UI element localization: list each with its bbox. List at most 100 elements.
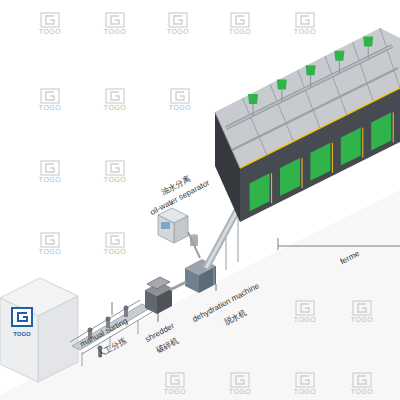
- watermark: TOGO: [30, 160, 70, 183]
- yellow-rail: [332, 143, 333, 173]
- shredder: [157, 288, 172, 314]
- yellow-rail: [393, 112, 394, 142]
- watermark-logo: [105, 12, 125, 28]
- watermark-text: TOGO: [30, 176, 70, 183]
- watermark-text: TOGO: [342, 388, 382, 395]
- watermark-logo: [230, 12, 250, 28]
- roof-divider: [325, 56, 347, 115]
- green-bin: [334, 51, 344, 61]
- dehydration-machine: [199, 266, 216, 293]
- watermark-logo: [296, 13, 314, 27]
- roof-divider: [380, 28, 400, 88]
- watermark-logo: [295, 300, 315, 316]
- watermark: TOGO: [342, 300, 382, 323]
- watermark-logo: [236, 16, 244, 24]
- watermark-text: TOGO: [30, 104, 70, 111]
- watermark-text: TOGO: [285, 28, 325, 35]
- watermark-text: TOGO: [285, 316, 325, 323]
- watermark-logo: [165, 372, 185, 388]
- machine-label: 破碎机: [156, 337, 181, 355]
- watermark-logo: [174, 16, 182, 24]
- bin-pole: [281, 90, 282, 102]
- shredder: [145, 277, 172, 314]
- roof-divider: [353, 42, 374, 101]
- watermark: TOGO: [160, 88, 200, 111]
- watermark: TOGO: [342, 372, 382, 395]
- watermark: TOGO: [220, 372, 260, 395]
- bin-pole: [368, 46, 369, 58]
- watermark-logo: [46, 16, 54, 24]
- watermark-logo: [106, 13, 124, 27]
- watermark-logo: [358, 304, 366, 312]
- watermark-logo: [236, 376, 244, 384]
- watermark-logo: [168, 12, 188, 28]
- green-door: [280, 158, 300, 196]
- watermark: TOGO: [95, 12, 135, 35]
- fermentation-detail: [215, 28, 400, 211]
- roof-divider: [243, 98, 267, 155]
- watermark-logo: [40, 160, 60, 176]
- fermentation-bracket: [278, 238, 279, 250]
- watermark: TOGO: [285, 300, 325, 323]
- watermark: TOGO: [95, 88, 135, 111]
- watermark-text: TOGO: [155, 388, 195, 395]
- section-label: ferme: [339, 250, 361, 267]
- oil-water-separator: [161, 222, 170, 229]
- oil-water-separator: [174, 216, 188, 243]
- watermark-text: TOGO: [220, 28, 260, 35]
- logo-text: TOGO: [13, 331, 31, 337]
- watermark-logo: [41, 233, 59, 247]
- fermentation-bracket: [278, 246, 400, 247]
- green-door: [250, 173, 270, 211]
- watermark-logo: [41, 161, 59, 175]
- watermark-text: TOGO: [160, 104, 200, 111]
- watermark-text: TOGO: [30, 28, 70, 35]
- watermark-text: TOGO: [342, 316, 382, 323]
- watermark-logo: [352, 300, 372, 316]
- watermark-logo: [46, 236, 54, 244]
- sorting-conveyor: [124, 310, 128, 317]
- green-door: [310, 143, 330, 181]
- watermark-logo: [40, 88, 60, 104]
- machine-label: 人工分拣: [96, 337, 128, 359]
- shredder: [145, 290, 157, 314]
- watermark-logo: [40, 232, 60, 248]
- watermark-logo: [296, 301, 314, 315]
- green-door: [371, 112, 391, 150]
- inclined-conveyor: [214, 268, 215, 285]
- watermark: TOGO: [158, 12, 198, 35]
- oil-water-separator: [158, 208, 200, 258]
- watermark-logo: [41, 13, 59, 27]
- inclined-conveyor: [238, 214, 239, 262]
- watermark: TOGO: [155, 372, 195, 395]
- sorting-conveyor: [138, 320, 139, 334]
- bin-pole: [310, 75, 311, 87]
- watermark-logo: [46, 92, 54, 100]
- watermark-logo: [295, 12, 315, 28]
- togo-building: [0, 298, 38, 382]
- watermark: TOGO: [30, 12, 70, 35]
- togo-building: [12, 308, 32, 326]
- watermark-logo: [166, 373, 184, 387]
- watermark-logo: [296, 373, 314, 387]
- watermark-text: TOGO: [95, 248, 135, 255]
- duct: [226, 46, 392, 128]
- green-bin: [306, 65, 316, 75]
- bin-pole: [253, 104, 254, 116]
- green-door: [341, 128, 361, 166]
- watermark-text: TOGO: [95, 176, 135, 183]
- green-bin: [248, 94, 258, 104]
- watermark-logo: [301, 16, 309, 24]
- green-bin: [277, 80, 287, 90]
- leader-lines: [112, 202, 216, 322]
- dehydration-machine: [170, 282, 186, 290]
- watermark-logo: [176, 92, 184, 100]
- watermark-text: TOGO: [285, 388, 325, 395]
- watermark: TOGO: [95, 160, 135, 183]
- watermark-text: TOGO: [30, 248, 70, 255]
- watermark-logo: [106, 233, 124, 247]
- watermark-logo: [111, 236, 119, 244]
- watermark-logo: [105, 88, 125, 104]
- togo-building: [38, 296, 78, 382]
